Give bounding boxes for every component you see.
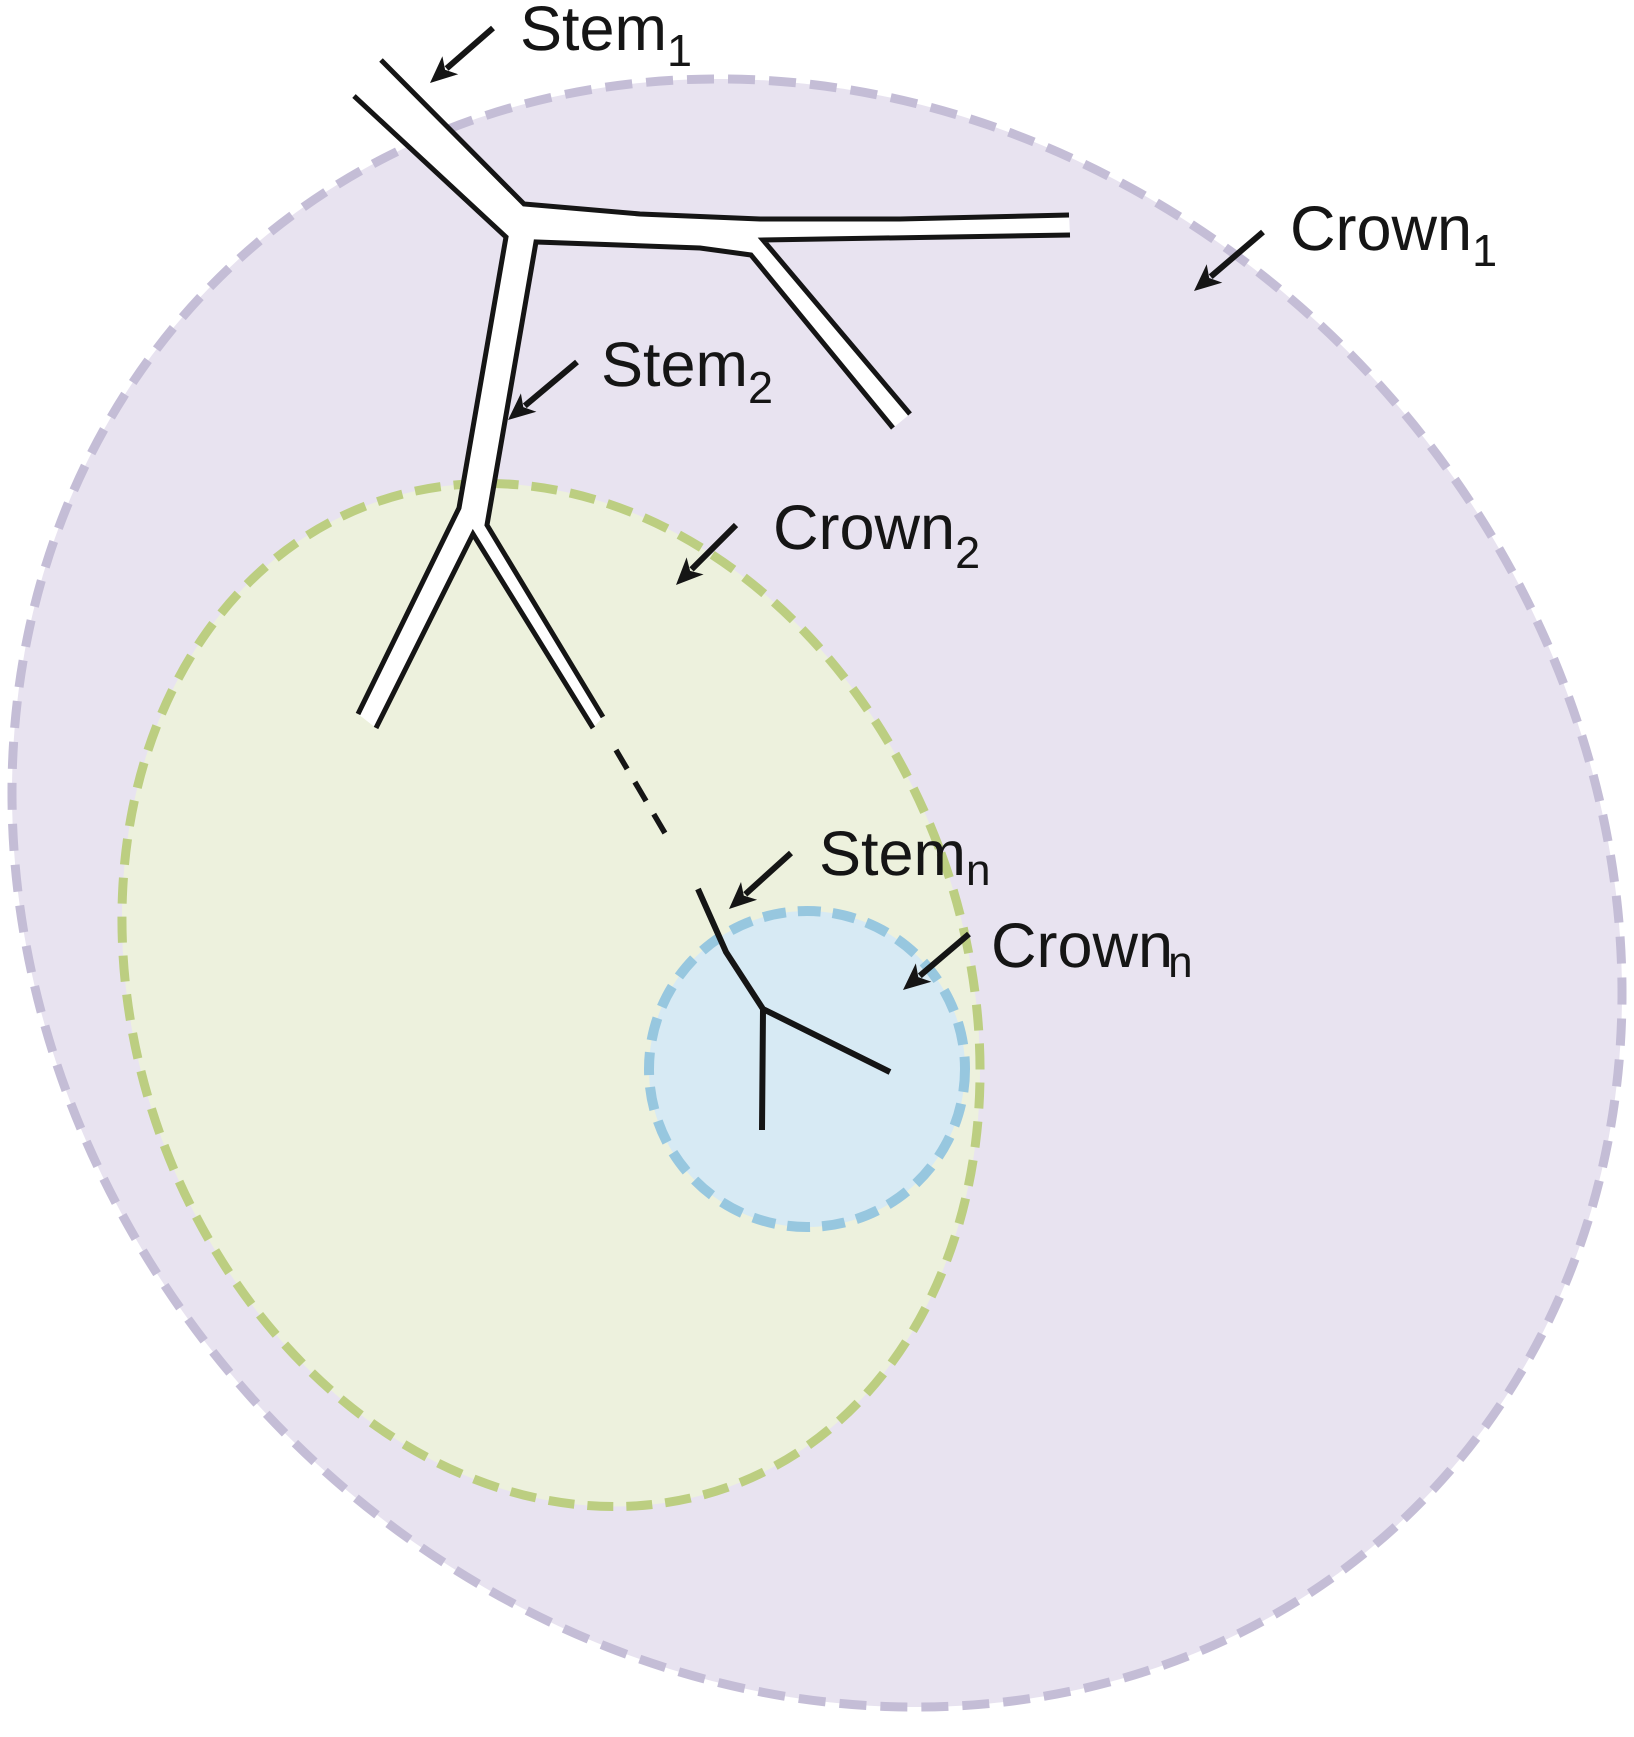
svg-text:Crownn: Crownn xyxy=(991,911,1193,987)
svg-text:Stem1: Stem1 xyxy=(520,0,692,76)
svg-text:Stem2: Stem2 xyxy=(601,330,773,413)
svg-text:Crown1: Crown1 xyxy=(1290,194,1497,276)
svg-text:Stemn: Stemn xyxy=(819,819,991,895)
